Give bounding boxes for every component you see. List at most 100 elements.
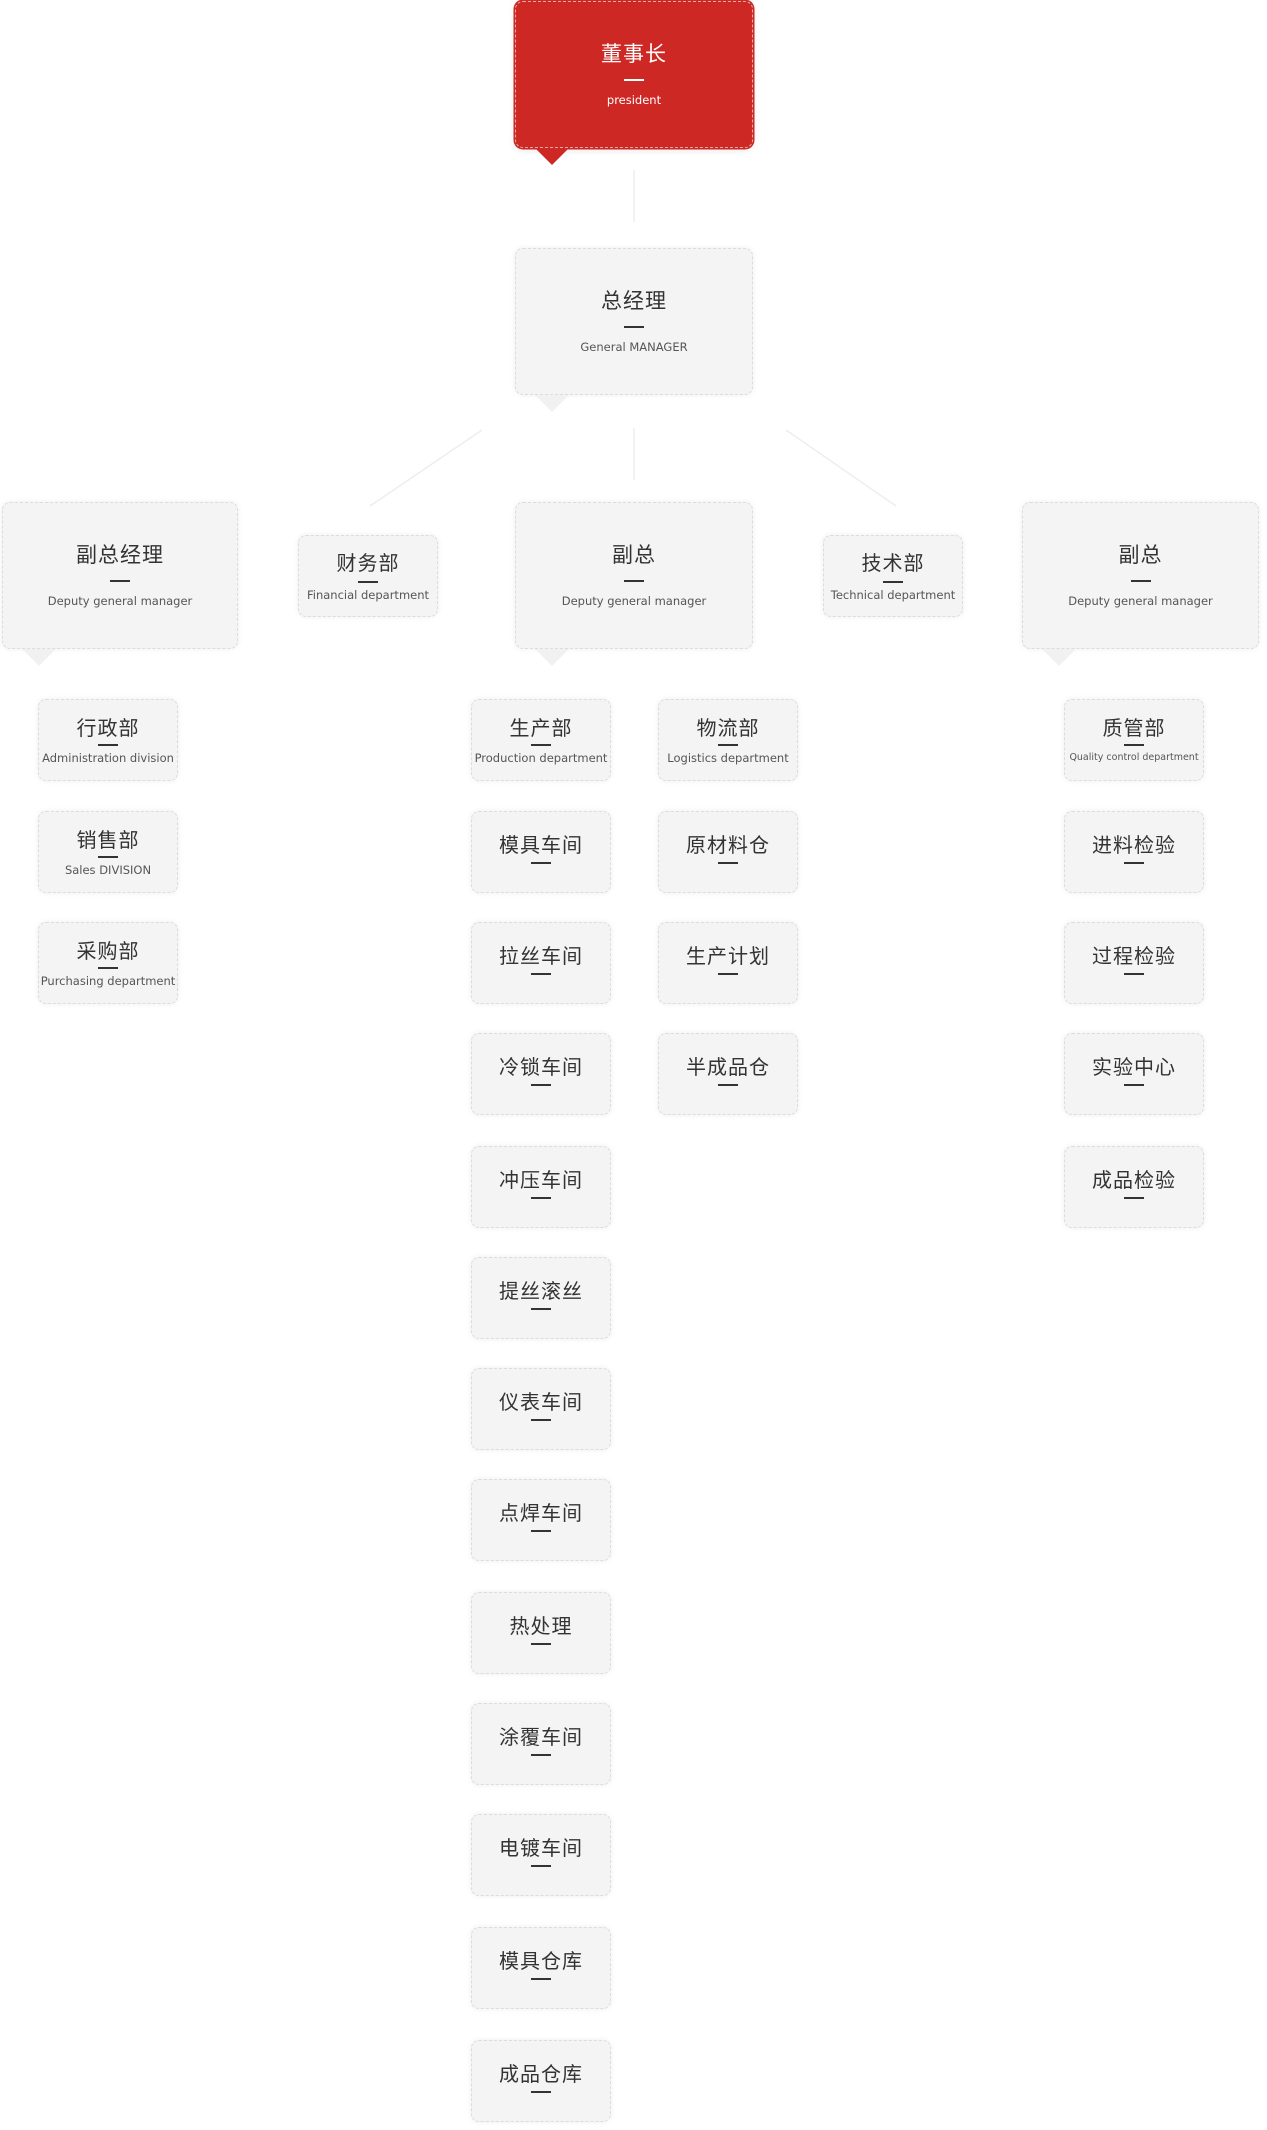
deputy-left-subtitle: Deputy general manager (47, 594, 193, 608)
title-divider (531, 1864, 551, 1867)
title-divider (1124, 861, 1144, 864)
dept-title: 行政部 (76, 715, 140, 740)
workshop-cold-heading[interactable]: 冷锁车间 (471, 1033, 611, 1115)
title-divider (531, 1753, 551, 1756)
deputy-center-pointer (535, 649, 569, 666)
title-divider (531, 1196, 551, 1199)
deputy-right-subtitle: Deputy general manager (1068, 594, 1213, 608)
finance-title: 财务部 (336, 550, 400, 575)
warehouse-title: 半成品仓 (686, 1054, 770, 1079)
title-divider (883, 580, 903, 583)
workshop-title: 热处理 (509, 1613, 573, 1638)
inspection-process[interactable]: 过程检验 (1064, 922, 1204, 1004)
warehouse-semi-finished[interactable]: 半成品仓 (658, 1033, 798, 1115)
president-box[interactable]: 董事长 president (515, 1, 753, 148)
title-divider (1124, 1083, 1144, 1086)
finance-box[interactable]: 财务部 Financial department (298, 535, 438, 617)
title-divider (624, 326, 644, 328)
workshop-electroplating[interactable]: 电镀车间 (471, 1814, 611, 1896)
title-divider (531, 2090, 551, 2093)
dept-sales[interactable]: 销售部 Sales DIVISION (38, 811, 178, 893)
workshop-title: 电镀车间 (499, 1835, 583, 1860)
title-divider (718, 743, 738, 746)
inspection-title: 成品检验 (1092, 1167, 1176, 1192)
dept-title: 物流部 (696, 715, 760, 740)
warehouse-title: 模具仓库 (499, 1948, 583, 1973)
dept-subtitle: Purchasing department (40, 973, 176, 988)
laboratory-center[interactable]: 实验中心 (1064, 1033, 1204, 1115)
general-manager-pointer (535, 395, 569, 412)
dept-quality-control[interactable]: 质管部 Quality control department (1064, 699, 1204, 781)
dept-logistics[interactable]: 物流部 Logistics department (658, 699, 798, 781)
workshop-title: 模具车间 (499, 832, 583, 857)
laboratory-title: 实验中心 (1092, 1054, 1176, 1079)
title-divider (531, 1307, 551, 1310)
workshop-title: 拉丝车间 (499, 943, 583, 968)
warehouse-raw-material[interactable]: 原材料仓 (658, 811, 798, 893)
president-pointer (535, 148, 569, 165)
title-divider (531, 743, 551, 746)
title-divider (98, 966, 118, 969)
title-divider (718, 861, 738, 864)
deputy-right-box[interactable]: 副总 Deputy general manager (1022, 502, 1259, 649)
title-divider (531, 861, 551, 864)
title-divider (358, 580, 378, 583)
production-planning[interactable]: 生产计划 (658, 922, 798, 1004)
title-divider (1130, 580, 1151, 582)
warehouse-finished-goods[interactable]: 成品仓库 (471, 2040, 611, 2122)
deputy-right-pointer (1042, 649, 1076, 666)
workshop-instrument[interactable]: 仪表车间 (471, 1368, 611, 1450)
workshop-wire-drawing[interactable]: 拉丝车间 (471, 922, 611, 1004)
deputy-right-title: 副总 (1118, 543, 1163, 567)
connector-gm-right (785, 429, 897, 507)
workshop-title: 提丝滚丝 (499, 1278, 583, 1303)
deputy-center-box[interactable]: 副总 Deputy general manager (515, 502, 753, 649)
dept-production[interactable]: 生产部 Production department (471, 699, 611, 781)
title-divider (624, 79, 644, 81)
title-divider (718, 972, 738, 975)
title-divider (1124, 743, 1144, 746)
title-divider (98, 855, 118, 858)
inspection-incoming[interactable]: 进料检验 (1064, 811, 1204, 893)
title-divider (718, 1083, 738, 1086)
workshop-spot-welding[interactable]: 点焊车间 (471, 1479, 611, 1561)
technical-title: 技术部 (861, 550, 925, 575)
title-divider (531, 1529, 551, 1532)
dept-purchasing[interactable]: 采购部 Purchasing department (38, 922, 178, 1004)
workshop-title: 仪表车间 (499, 1389, 583, 1414)
title-divider (531, 972, 551, 975)
inspection-finished[interactable]: 成品检验 (1064, 1146, 1204, 1228)
warehouse-title: 成品仓库 (499, 2061, 583, 2086)
warehouse-title: 原材料仓 (686, 832, 770, 857)
general-manager-title: 总经理 (601, 289, 667, 313)
workshop-stamping[interactable]: 冲压车间 (471, 1146, 611, 1228)
title-divider (1124, 972, 1144, 975)
workshop-title: 冲压车间 (499, 1167, 583, 1192)
dept-subtitle: Production department (474, 750, 608, 765)
dept-subtitle: Quality control department (1069, 751, 1199, 763)
technical-subtitle: Technical department (830, 587, 956, 602)
inspection-title: 过程检验 (1092, 943, 1176, 968)
planning-title: 生产计划 (686, 943, 770, 968)
president-title: 董事长 (601, 42, 667, 66)
general-manager-box[interactable]: 总经理 General MANAGER (515, 248, 753, 395)
title-divider (98, 743, 118, 746)
title-divider (531, 1083, 551, 1086)
dept-administration[interactable]: 行政部 Administration division (38, 699, 178, 781)
workshop-coating[interactable]: 涂覆车间 (471, 1703, 611, 1785)
warehouse-mold[interactable]: 模具仓库 (471, 1927, 611, 2009)
title-divider (110, 580, 130, 582)
workshop-heat-treatment[interactable]: 热处理 (471, 1592, 611, 1674)
deputy-left-box[interactable]: 副总经理 Deputy general manager (2, 502, 238, 649)
finance-subtitle: Financial department (306, 587, 430, 602)
technical-box[interactable]: 技术部 Technical department (823, 535, 963, 617)
deputy-left-pointer (22, 649, 56, 666)
title-divider (531, 1418, 551, 1421)
workshop-mold[interactable]: 模具车间 (471, 811, 611, 893)
workshop-title: 涂覆车间 (499, 1724, 583, 1749)
workshop-thread-rolling[interactable]: 提丝滚丝 (471, 1257, 611, 1339)
dept-subtitle: Logistics department (667, 750, 789, 765)
deputy-center-title: 副总 (612, 543, 656, 567)
workshop-title: 点焊车间 (499, 1500, 583, 1525)
